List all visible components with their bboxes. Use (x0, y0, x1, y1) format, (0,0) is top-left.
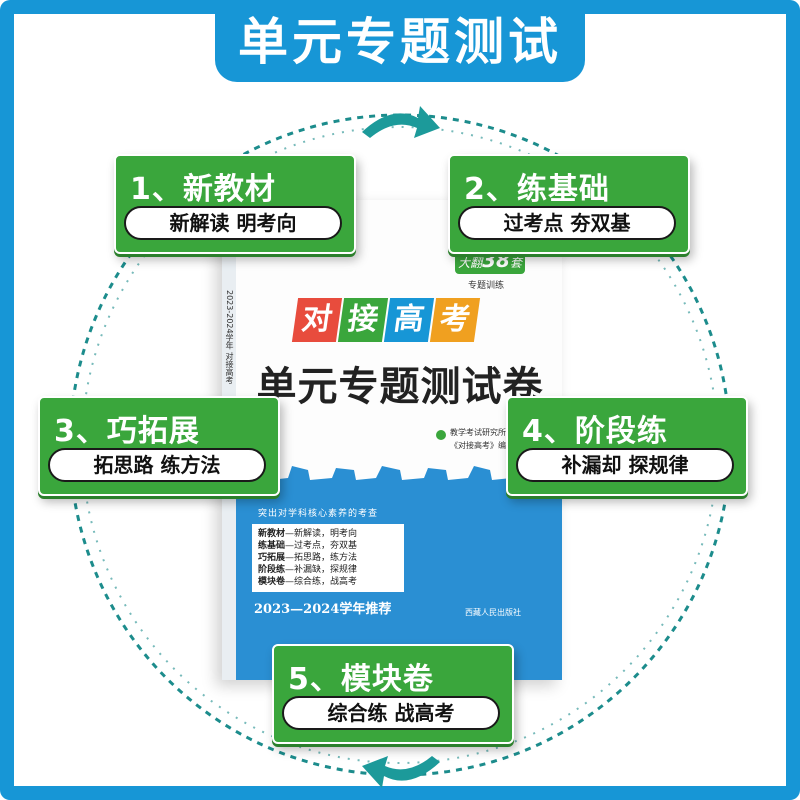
header-tab (215, 0, 585, 82)
feature-card-3: 3、巧拓展 拓思路 练方法 (38, 396, 280, 496)
card-title: 4、阶段练 (522, 414, 668, 449)
card-title: 1、新教材 (130, 172, 276, 207)
book-title: 单元专题测试卷 (256, 364, 544, 410)
publisher-logo-icon (436, 430, 446, 440)
feature-card-1: 1、新教材 新解读 明考向 (114, 154, 356, 254)
list-item: 练基础—过考点，夯双基 (258, 541, 358, 551)
logo-char: 对 (291, 298, 343, 342)
book-logo: 对 接 高 考 (291, 298, 481, 342)
logo-char: 考 (429, 298, 481, 342)
feature-card-2: 2、练基础 过考点 夯双基 (448, 154, 690, 254)
list-item: 模块卷—综合练，战高考 (258, 577, 358, 587)
card-title: 3、巧拓展 (54, 414, 200, 449)
card-subtitle: 综合练 战高考 (282, 696, 500, 730)
book-torn-edge (236, 466, 562, 492)
bottom-arrow-icon (362, 756, 440, 788)
book-slogan: 突出对学科核心素养的考查 (258, 509, 379, 519)
logo-char: 高 (383, 298, 435, 342)
logo-char: 接 (337, 298, 389, 342)
book-press: 西藏人民出版社 (465, 608, 521, 617)
card-subtitle: 拓思路 练方法 (48, 448, 266, 482)
feature-card-5: 5、模块卷 综合练 战高考 (272, 644, 514, 744)
top-arrow-icon (362, 106, 440, 138)
page-title: 单元专题测试 (238, 13, 562, 71)
feature-card-4: 4、阶段练 补漏却 探规律 (506, 396, 748, 496)
list-item: 巧拓展—拓思路，练方法 (258, 553, 358, 563)
list-item: 阶段练—补漏缺，探规律 (258, 565, 358, 575)
card-subtitle: 补漏却 探规律 (516, 448, 734, 482)
feature-list: 新教材—新解读，明考向 练基础—过考点，夯双基 巧拓展—拓思路，练方法 阶段练—… (252, 524, 404, 592)
list-item: 新教材—新解读，明考向 (258, 529, 358, 539)
book-tag: 专题训练 (468, 281, 505, 291)
card-title: 2、练基础 (464, 172, 610, 207)
book-year: 2023—2024学年推荐 (254, 602, 392, 617)
publisher-info: 教学考试研究所 《对接高考》编写组 (450, 428, 522, 450)
card-subtitle: 新解读 明考向 (124, 206, 342, 240)
card-subtitle: 过考点 夯双基 (458, 206, 676, 240)
card-title: 5、模块卷 (288, 662, 434, 697)
book-spine-text: 2023-2024学年 对接高考 (225, 290, 234, 385)
